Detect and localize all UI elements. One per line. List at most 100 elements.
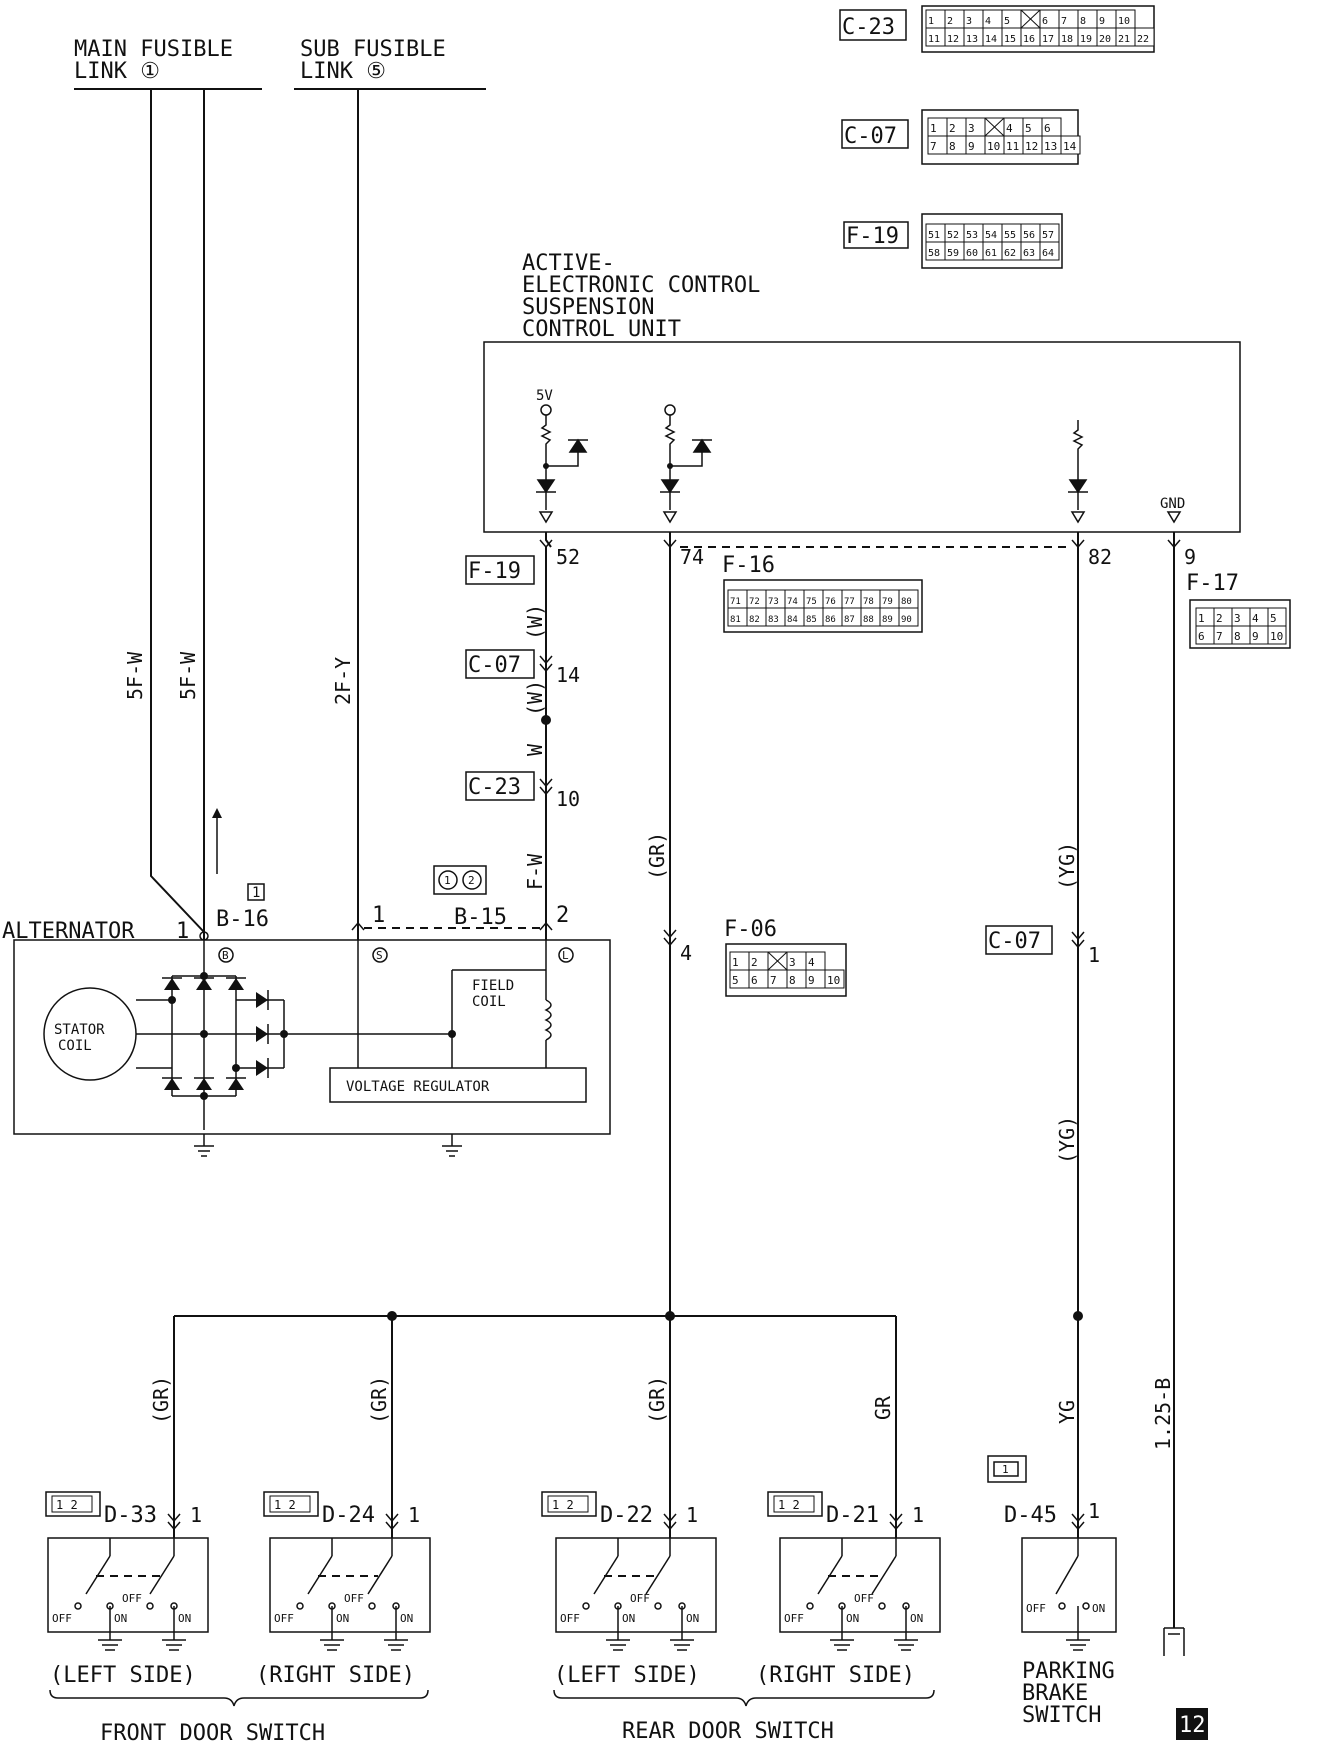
pin-number: 2 (1216, 612, 1223, 625)
pin-number: 8 (1234, 630, 1241, 643)
pin-number: 2 (947, 16, 953, 27)
pin-number: 11 (928, 34, 940, 45)
connector-f17-label: F-17 (1186, 571, 1239, 596)
pin-number: 21 (1118, 34, 1130, 45)
pin-9-label: 9 (1184, 545, 1196, 569)
stator-coil-line1: STATOR (54, 1022, 105, 1038)
pin-number: 1 (732, 956, 739, 969)
ecu-title-line1: ACTIVE- (522, 251, 615, 276)
pin-1-label: 1 (1088, 943, 1100, 967)
page-number: 12 (1179, 1713, 1206, 1738)
wire-label-gr-d22: (GR) (645, 1376, 669, 1424)
wire-label-1-25-b: 1.25-B (1151, 1378, 1175, 1450)
on-label: ON (336, 1612, 349, 1625)
d45-badge: 1 (1002, 1463, 1009, 1476)
connector-f19-label: F-19 (468, 559, 521, 584)
pin-number: 7 (1061, 16, 1067, 27)
pin-number: 5 (1025, 122, 1032, 135)
pin-number: 72 (749, 597, 760, 607)
pin-number: 89 (882, 615, 893, 625)
pin-number: 5 (1004, 16, 1010, 27)
d45-on-label: ON (1092, 1602, 1105, 1615)
pin-label: 1 (912, 1503, 924, 1527)
caption-front-left: (LEFT SIDE) (50, 1663, 196, 1688)
pin-label: 1 (408, 1503, 420, 1527)
off-label: OFF (52, 1612, 72, 1625)
wire-label-yg-paren-2: (YG) (1055, 1116, 1079, 1164)
stator-coil-line2: COIL (58, 1038, 92, 1054)
pin-number: 74 (787, 597, 798, 607)
pin-number: 9 (1099, 16, 1105, 27)
pin-14-label: 14 (556, 663, 580, 687)
pin-number: 16 (1023, 34, 1035, 45)
pin-number: 7 (930, 140, 937, 153)
pin-number: 56 (1023, 230, 1035, 241)
mid-on-label: ON (400, 1612, 413, 1625)
b15-pin-2-label: 2 (556, 903, 569, 928)
pin-number: 10 (1118, 16, 1130, 27)
pin-number: 8 (1080, 16, 1086, 27)
pin-number: 83 (768, 615, 779, 625)
connector-b16-label: B-16 (216, 907, 269, 932)
off-label: OFF (274, 1612, 294, 1625)
pin-10-label: 10 (556, 787, 580, 811)
connector-badge: 1 2 (552, 1498, 574, 1512)
pin-number: 84 (787, 615, 798, 625)
main-fusible-wires: 5F-W 5F-W (123, 89, 222, 940)
mid-off-label: OFF (122, 1592, 142, 1605)
wire-label-f-w: F-W (523, 853, 547, 890)
pin-number: 7 (1216, 630, 1223, 643)
pin-number: 3 (789, 956, 796, 969)
caption-rear-right: (RIGHT SIDE) (756, 1663, 915, 1688)
pin-number: 78 (863, 597, 874, 607)
sub-fusible-link: SUB FUSIBLE LINK ⑤ (294, 37, 486, 90)
d45-pin-label: 1 (1088, 1499, 1100, 1523)
pin-number: 82 (749, 615, 760, 625)
b16-badge: 1 (252, 885, 260, 901)
pin-4-label: 4 (680, 941, 692, 965)
pin-number: 12 (1025, 140, 1038, 153)
pin-number: 11 (1006, 140, 1019, 153)
mid-off-label: OFF (344, 1592, 364, 1605)
wire-label-yg-paren-1: (YG) (1055, 842, 1079, 890)
d45-off-label: OFF (1026, 1602, 1046, 1615)
pin-number: 10 (1270, 630, 1283, 643)
pin-number: 6 (1198, 630, 1205, 643)
parking-brake-line3: SWITCH (1022, 1703, 1101, 1728)
pin-number: 60 (966, 248, 978, 259)
wire-label-w-paren-2: (W) (523, 680, 547, 716)
main-fusible-link: MAIN FUSIBLE LINK ① (74, 37, 262, 90)
pin-number: 4 (1006, 122, 1013, 135)
ecu-title-line3: SUSPENSION (522, 295, 654, 320)
connector-c23-label: C-23 (468, 775, 521, 800)
connector-label: D-21 (826, 1503, 879, 1528)
connector-d45-label: D-45 (1004, 1503, 1057, 1528)
wire-label-gr-d21: GR (871, 1395, 895, 1420)
sub-fusible-link-line2: LINK ⑤ (300, 59, 386, 84)
on-label: ON (114, 1612, 127, 1625)
sub-fusible-wire: 2F-Y (331, 89, 359, 1068)
pin-number: 6 (1042, 16, 1048, 27)
wire-label-5f-w-1: 5F-W (123, 651, 147, 700)
pin-number: 13 (966, 34, 978, 45)
field-coil-line2: COIL (472, 994, 506, 1010)
pin-number: 8 (949, 140, 956, 153)
pin-number: 19 (1080, 34, 1092, 45)
pin-number: 86 (825, 615, 836, 625)
mid-off-label: OFF (630, 1592, 650, 1605)
pin-number: 9 (1252, 630, 1259, 643)
pin-number: 17 (1042, 34, 1054, 45)
pin-number: 2 (751, 956, 758, 969)
pin-number: 88 (863, 615, 874, 625)
wire-label-gr-paren: (GR) (645, 832, 669, 880)
pin-number: 57 (1042, 230, 1054, 241)
connector-c07b-label: C-07 (988, 929, 1041, 954)
pin-74-label: 74 (680, 545, 704, 569)
page-badge: 12 (1176, 1708, 1208, 1740)
